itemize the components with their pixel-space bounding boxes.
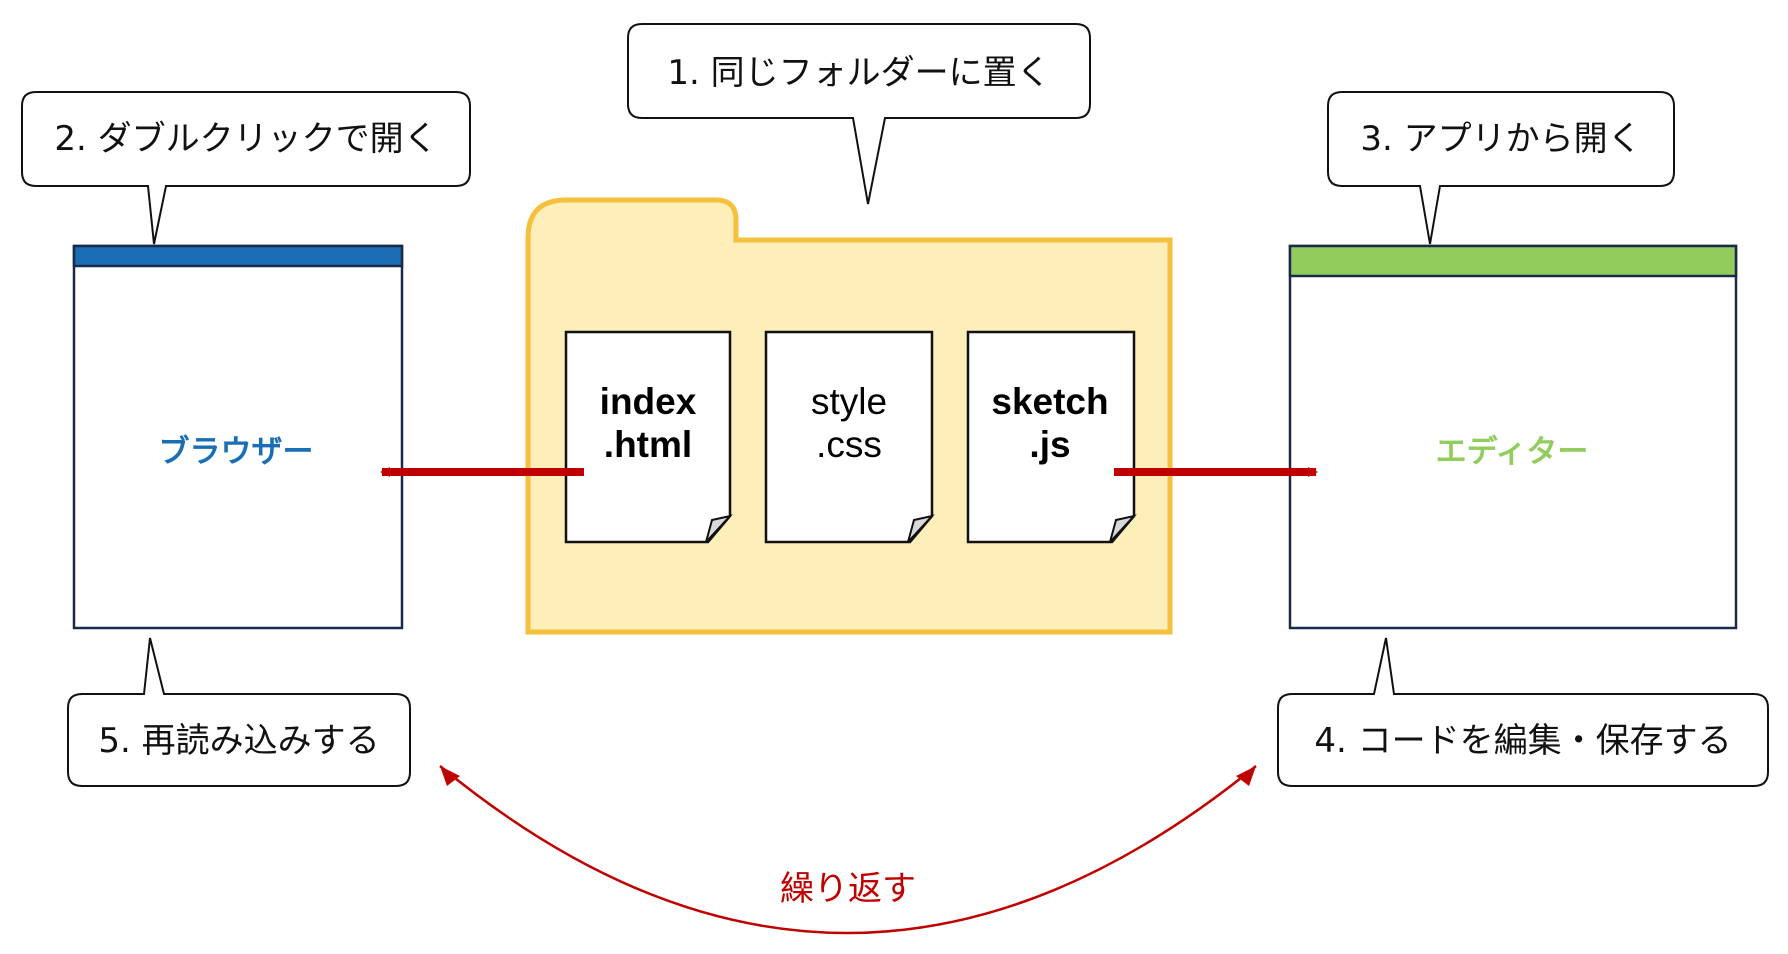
callout-edit-save: 4. コードを編集・保存する bbox=[1277, 637, 1769, 787]
callout-text: 1. 同じフォルダーに置く bbox=[667, 53, 1050, 93]
repeat-arrowhead-right bbox=[1236, 766, 1256, 786]
callout-text: 5. 再読み込みする bbox=[98, 721, 379, 761]
file-name-line2: .html bbox=[604, 424, 692, 465]
file-name-line1: index bbox=[600, 381, 697, 422]
page-curl-icon bbox=[1109, 514, 1137, 543]
editor-label: エディター bbox=[1436, 434, 1589, 470]
callout-double-click: 2. ダブルクリックで開く bbox=[21, 91, 471, 245]
editor-title-bar bbox=[1288, 244, 1738, 278]
callout-same-folder: 1. 同じフォルダーに置く bbox=[627, 23, 1091, 205]
repeat-label: 繰り返す bbox=[780, 869, 916, 909]
file-style-css[interactable]: style .css bbox=[764, 330, 935, 544]
file-name-line1: style bbox=[811, 381, 887, 422]
file-index-html[interactable]: index .html bbox=[564, 330, 733, 544]
page-curl-icon bbox=[907, 514, 935, 543]
callout-text: 3. アプリから開く bbox=[1360, 119, 1641, 159]
file-sketch-js[interactable]: sketch .js bbox=[966, 330, 1137, 544]
callout-text: 4. コードを編集・保存する bbox=[1314, 721, 1731, 761]
browser-label: ブラウザー bbox=[159, 434, 314, 470]
file-name-line1: sketch bbox=[991, 381, 1108, 422]
page-curl-icon bbox=[705, 514, 733, 543]
file-name-line2: .css bbox=[816, 424, 882, 465]
callout-reload: 5. 再読み込みする bbox=[67, 637, 411, 787]
editor-window[interactable]: エディター bbox=[1288, 244, 1738, 630]
repeat-arrow bbox=[439, 765, 1257, 935]
callout-open-from-app: 3. アプリから開く bbox=[1327, 91, 1675, 245]
repeat-arrowhead-left bbox=[440, 766, 460, 786]
browser-window[interactable]: ブラウザー bbox=[72, 244, 404, 630]
browser-title-bar bbox=[72, 244, 404, 268]
callout-text: 2. ダブルクリックで開く bbox=[54, 119, 437, 159]
file-name-line2: .js bbox=[1029, 424, 1070, 465]
